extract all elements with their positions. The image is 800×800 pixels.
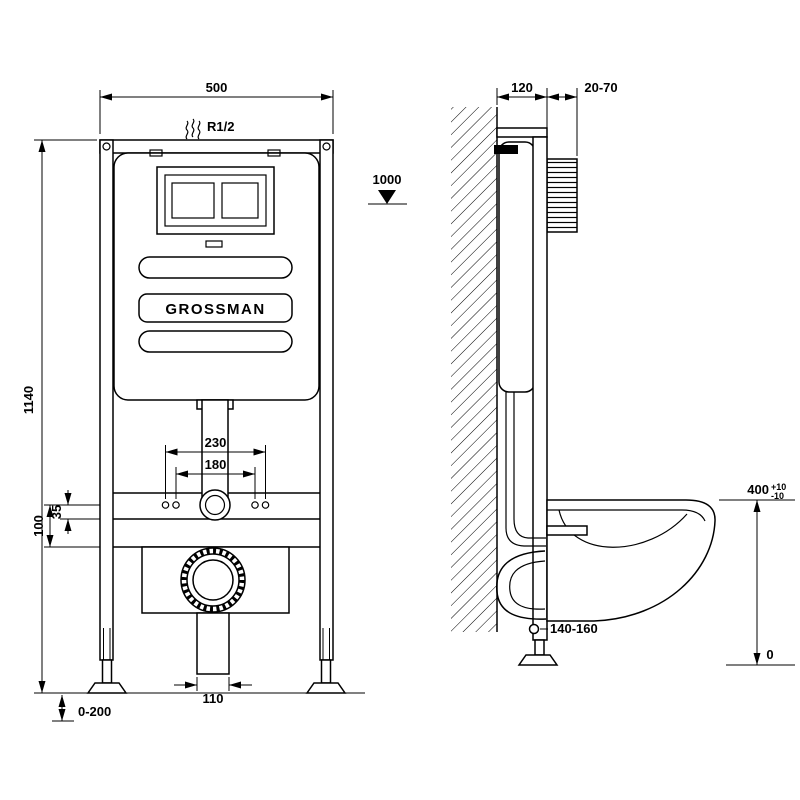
- access-panel-inner: [164, 174, 267, 227]
- dim-500: 500: [99, 80, 334, 134]
- dim-level-label: 1000: [373, 172, 402, 187]
- flush-button-small: [221, 182, 259, 219]
- dim-0-200: 0-200: [52, 695, 111, 722]
- frame-top-bar-side: [496, 127, 548, 138]
- cistern-side: [498, 141, 536, 393]
- dim-tolerance-minus-label: -10: [771, 491, 784, 501]
- frame-foot-side: [517, 654, 559, 666]
- frame-left-rail: [99, 139, 114, 661]
- frame-leg-side: [534, 639, 545, 656]
- corner-screw-right-icon: [322, 142, 331, 151]
- dim-400: 400 +10 -10: [719, 482, 795, 665]
- dim-20-70: 20-70: [547, 80, 618, 156]
- brand-logo: GROSSMAN: [165, 301, 265, 318]
- dim-plate-range-label: 20-70: [584, 80, 617, 95]
- stud-hole: [161, 501, 170, 509]
- dim-180: 180: [175, 457, 256, 499]
- toilet-bowl: [546, 499, 716, 622]
- stud-hole: [261, 501, 270, 509]
- level-1000: 1000: [368, 172, 407, 205]
- dim-mount-outer-label: 230: [205, 435, 227, 450]
- dim-floor-label: 0: [766, 647, 773, 662]
- dim-height-label: 1140: [21, 386, 36, 414]
- stud-hole: [251, 501, 259, 509]
- level-marker-icon: [378, 190, 396, 204]
- stud-hole: [172, 501, 180, 509]
- frame-right-rail: [319, 139, 334, 661]
- water-wave-icon: [191, 118, 195, 138]
- dim-floor-0: 0: [726, 647, 795, 666]
- overflow-slot: [205, 240, 223, 248]
- soil-elbow-outer: [496, 550, 547, 620]
- dim-bowl-height-label: 400: [747, 482, 769, 497]
- frame-top-rail: [99, 139, 334, 154]
- frame-right-leg: [320, 659, 332, 684]
- corner-screw-left-icon: [102, 142, 111, 151]
- frame-left-leg: [101, 659, 113, 684]
- mounting-holes: [161, 501, 270, 509]
- fixing-bolt-icon: [528, 623, 540, 635]
- dim-drain-width-label: 110: [203, 691, 224, 706]
- dim-width-label: 500: [206, 80, 228, 95]
- cistern: GROSSMAN: [113, 149, 320, 401]
- brand-plate: [138, 293, 293, 323]
- tank-notch-left: [149, 149, 163, 157]
- bowl-outline: [546, 499, 716, 622]
- flush-pipe-side-outer: [505, 392, 546, 547]
- dim-offset-major-label: 100: [31, 515, 46, 537]
- drain-outlet-socket: [192, 559, 234, 601]
- dim-100: 100: [31, 505, 100, 548]
- water-inlet: R1/2: [185, 118, 234, 140]
- bowl-rim-inner-line: [547, 509, 706, 522]
- fill-valve-cap: [494, 145, 518, 154]
- dim-mount-inner-label: 180: [205, 457, 227, 472]
- dim-110: 110: [174, 677, 252, 706]
- drain-outlet: [141, 546, 290, 675]
- tank-slot-upper: [138, 256, 293, 279]
- connection-size-label: R1/2: [207, 119, 234, 134]
- front-view: GROSSMAN R1/2: [21, 80, 407, 722]
- dim-1140: 1140: [21, 139, 97, 693]
- soil-elbow-inner: [509, 560, 546, 610]
- wall-hatch: [451, 107, 497, 632]
- dim-230: 230: [165, 435, 266, 499]
- flush-button-large: [171, 182, 215, 219]
- side-view: 120 20-70 400 +10 -10 0 140-160: [451, 80, 795, 666]
- flush-pipe-side-inner: [513, 392, 546, 539]
- access-panel-frame: [156, 166, 275, 235]
- tank-notch-right: [267, 149, 281, 157]
- flush-elbow-outer: [199, 489, 231, 521]
- frame-right-foot: [305, 682, 347, 694]
- drain-pipe-bottom: [196, 612, 230, 675]
- frame-structure: [86, 139, 347, 694]
- dim-tolerance-plus-label: +10: [771, 482, 786, 492]
- dim-offset-minor-label: 35: [49, 505, 64, 519]
- dim-leg-range-label: 0-200: [78, 704, 111, 719]
- drain-outlet-corrugation: [181, 548, 245, 612]
- mounting-stud-side: [546, 525, 588, 536]
- water-wave-icon: [197, 120, 201, 140]
- dim-depth-label: 120: [511, 80, 533, 95]
- water-wave-icon: [185, 120, 189, 140]
- tank-slot-lower: [138, 330, 293, 353]
- flush-plate-block: [546, 158, 578, 233]
- dim-bolt-range-label: 140-160: [550, 621, 598, 636]
- frame-front-rail-side: [532, 136, 548, 641]
- flush-elbow-inner: [204, 494, 226, 516]
- dim-140-160: 140-160: [540, 621, 598, 636]
- frame-left-foot: [86, 682, 128, 694]
